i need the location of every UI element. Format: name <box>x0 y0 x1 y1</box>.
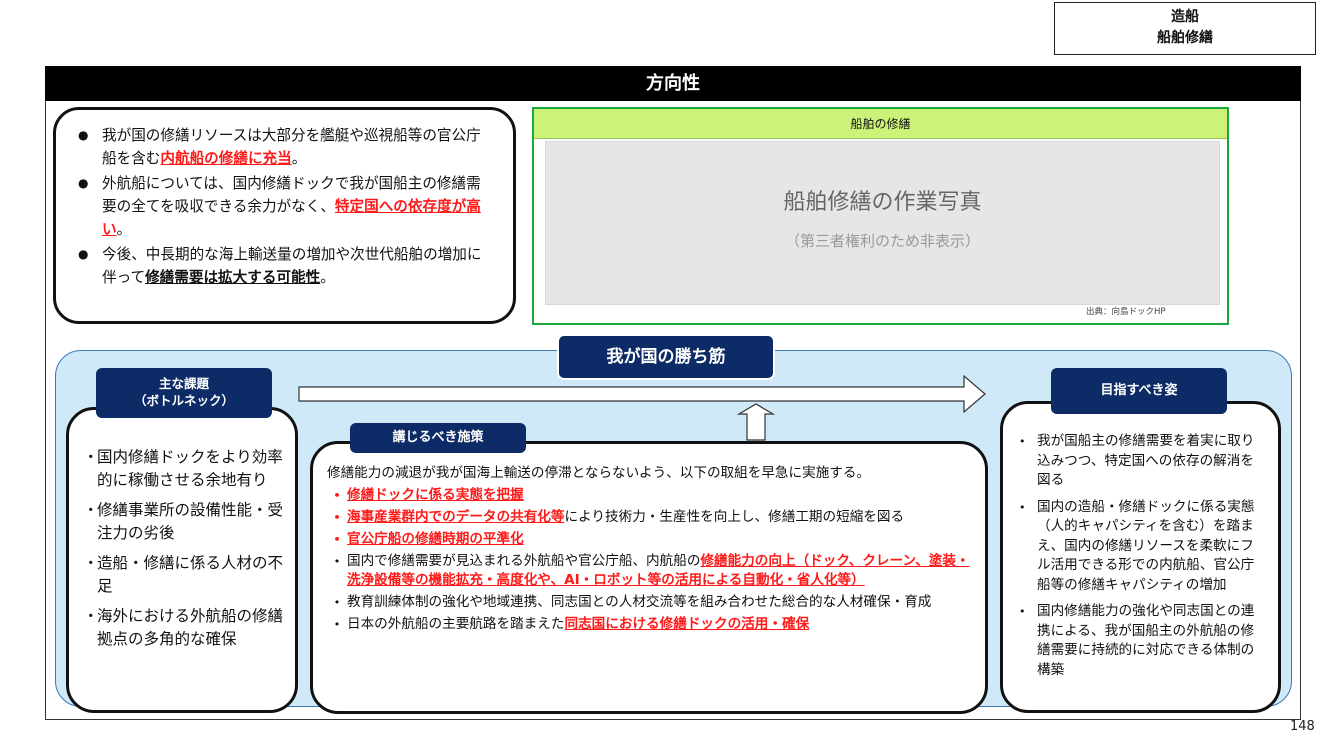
direction-bullets-box: ● 我が国の修繕リソースは大部分を艦艇や巡視船等の官公庁船を含む内航船の修繕に充… <box>53 107 516 324</box>
bullet-text: 我が国の修繕リソースは大部分を艦艇や巡視船等の官公庁船を含む <box>102 127 481 167</box>
measure-item: •国内で修繕需要が見込まれる外航船や官公庁船、内航船の修繕能力の向上（ドック、ク… <box>333 553 970 588</box>
category-line-2: 船舶修繕 <box>1157 30 1213 46</box>
direction-bullet: ● 外航船については、国内修繕ドックで我が国船主の修繕需要の全てを吸収できる余力… <box>78 172 495 241</box>
measure-highlight: 同志国における修繕ドックの活用・確保 <box>564 616 810 632</box>
bullet-text-end: 。 <box>320 269 335 286</box>
photo-placeholder: 船舶修繕の作業写真 （第三者権利のため非表示） <box>545 141 1220 305</box>
bullet-text: 外航船については、国内修繕ドックで我が国船主の修繕需要の全てを吸収できる余力がな… <box>102 175 481 215</box>
issues-box: ・国内修繕ドックをより効率的に稼働させる余地有り ・修繕事業所の設備性能・受注力… <box>66 407 298 713</box>
bullet-highlight: 修繕需要は拡大する可能性 <box>145 269 321 286</box>
category-tag: 造船 船舶修繕 <box>1054 2 1316 55</box>
winning-strategy-label: 我が国の勝ち筋 <box>557 334 775 380</box>
up-arrow-icon <box>736 403 776 441</box>
issues-tag-line-1: 主な課題 <box>158 376 209 391</box>
page-number: 148 <box>1290 719 1315 734</box>
bullet-text-end: 。 <box>116 221 132 238</box>
direction-bullet: ● 今後、中長期的な海上輸送量の増加や次世代船舶の増加に伴って修繕需要は拡大する… <box>78 243 495 289</box>
photo-placeholder-main: 船舶修繕の作業写真 <box>783 190 982 215</box>
measure-item: •日本の外航船の主要航路を踏まえた同志国における修繕ドックの活用・確保 <box>333 616 810 632</box>
bullet-text-end: 。 <box>291 150 307 167</box>
measure-highlight: 修繕ドックに係る実態を把握 <box>347 487 524 503</box>
flow-arrows <box>298 374 986 441</box>
issue-item: ・造船・修繕に係る人材の不足 <box>83 554 284 595</box>
photo-credit: 出典：向島ドックHP <box>1086 307 1166 317</box>
issue-item: ・海外における外航船の修繕拠点の多角的な確保 <box>83 607 284 648</box>
bullet-dot-icon: ● <box>78 176 89 190</box>
goal-item: •国内の造船・修繕ドックに係る実態（人的キャパシティを含む）を踏まえ、国内の修繕… <box>1019 498 1255 593</box>
direction-bullet: ● 我が国の修繕リソースは大部分を艦艇や巡視船等の官公庁船を含む内航船の修繕に充… <box>78 124 495 170</box>
measure-item: •官公庁船の修繕時期の平準化 <box>333 531 524 547</box>
right-arrow-icon <box>298 374 986 414</box>
measures-intro: 修繕能力の減退が我が国海上輸送の停滞とならないよう、以下の取組を早急に実施する。 <box>327 465 871 481</box>
bullet-highlight: 内航船の修繕に充当 <box>160 150 292 167</box>
measures-box: 修繕能力の減退が我が国海上輸送の停滞とならないよう、以下の取組を早急に実施する。… <box>310 441 988 714</box>
measure-item: •教育訓練体制の強化や地域連携、同志国との人材交流等を組み合わせた総合的な人材確… <box>333 594 932 610</box>
goals-box: •我が国船主の修繕需要を着実に取り込みつつ、特定国への依存の解消を図る •国内の… <box>1000 401 1281 713</box>
category-line-1: 造船 <box>1171 9 1199 25</box>
measure-highlight: 海事産業群内でのデータの共有化等 <box>347 509 565 525</box>
issue-item: ・国内修繕ドックをより効率的に稼働させる余地有り <box>83 448 283 489</box>
goal-item: •国内修繕能力の強化や同志国との連携による、我が国船主の外航船の修繕需要に持続的… <box>1019 603 1255 678</box>
issue-item: ・修繕事業所の設備性能・受注力の劣後 <box>83 501 284 542</box>
bullet-dot-icon: ● <box>78 128 89 142</box>
goals-tag: 目指すべき姿 <box>1051 368 1227 414</box>
measure-item: •修繕ドックに係る実態を把握 <box>333 487 524 503</box>
bullet-dot-icon: ● <box>78 247 89 261</box>
section-title: 方向性 <box>45 66 1301 101</box>
bullet-highlight: 特定国への依存度が高い <box>102 198 481 238</box>
measure-highlight: 修繕能力の向上（ドック、クレーン、塗装・洗浄設備等の機能拡充・高度化や、AI・ロ… <box>347 553 970 588</box>
bullet-text: 今後、中長期的な海上輸送量の増加や次世代船舶の増加に伴って <box>102 246 482 286</box>
measures-tag: 講じるべき施策 <box>350 423 526 453</box>
issues-tag-line-2: （ボトルネック） <box>133 393 234 408</box>
measure-highlight: 官公庁船の修繕時期の平準化 <box>347 531 524 547</box>
goal-item: •我が国船主の修繕需要を着実に取り込みつつ、特定国への依存の解消を図る <box>1019 433 1255 488</box>
photo-placeholder-sub: （第三者権利のため非表示） <box>784 232 980 250</box>
issues-tag: 主な課題 （ボトルネック） <box>96 368 272 418</box>
measure-item: •海事産業群内でのデータの共有化等により技術力・生産性を向上し、修繕工期の短縮を… <box>333 509 905 525</box>
photo-panel-header: 船舶の修繕 <box>534 109 1227 139</box>
